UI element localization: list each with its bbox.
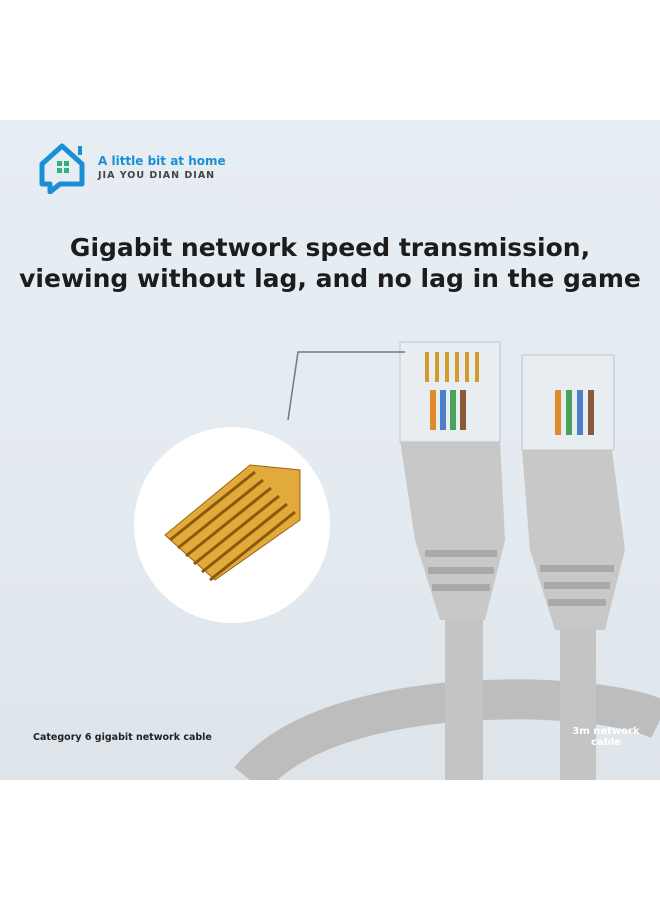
cable-illustration [134,341,660,780]
headline: Gigabit network speed transmission, view… [0,232,660,294]
brand-subtitle: JIA YOU DIAN DIAN [98,170,216,181]
brand-logo-icon [39,143,85,194]
caption-length: 3m network cable [566,726,646,748]
caption-length-line-1: 3m network [572,726,640,737]
right-cable [560,620,596,780]
headline-line-1: Gigabit network speed transmission, [69,233,591,262]
caption-length-line-2: cable [590,737,622,748]
left-connector-wires [425,352,479,430]
caption-category: Category 6 gigabit network cable [33,732,212,743]
headline-line-2: viewing without lag, and no lag in the g… [19,264,641,293]
brand-name: A little bit at home [98,154,226,168]
left-connector-boot [400,440,505,620]
left-cable [445,600,483,780]
gold-contacts [164,464,301,582]
product-banner: A little bit at home JIA YOU DIAN DIAN G… [0,120,660,780]
callout-line [287,351,405,421]
